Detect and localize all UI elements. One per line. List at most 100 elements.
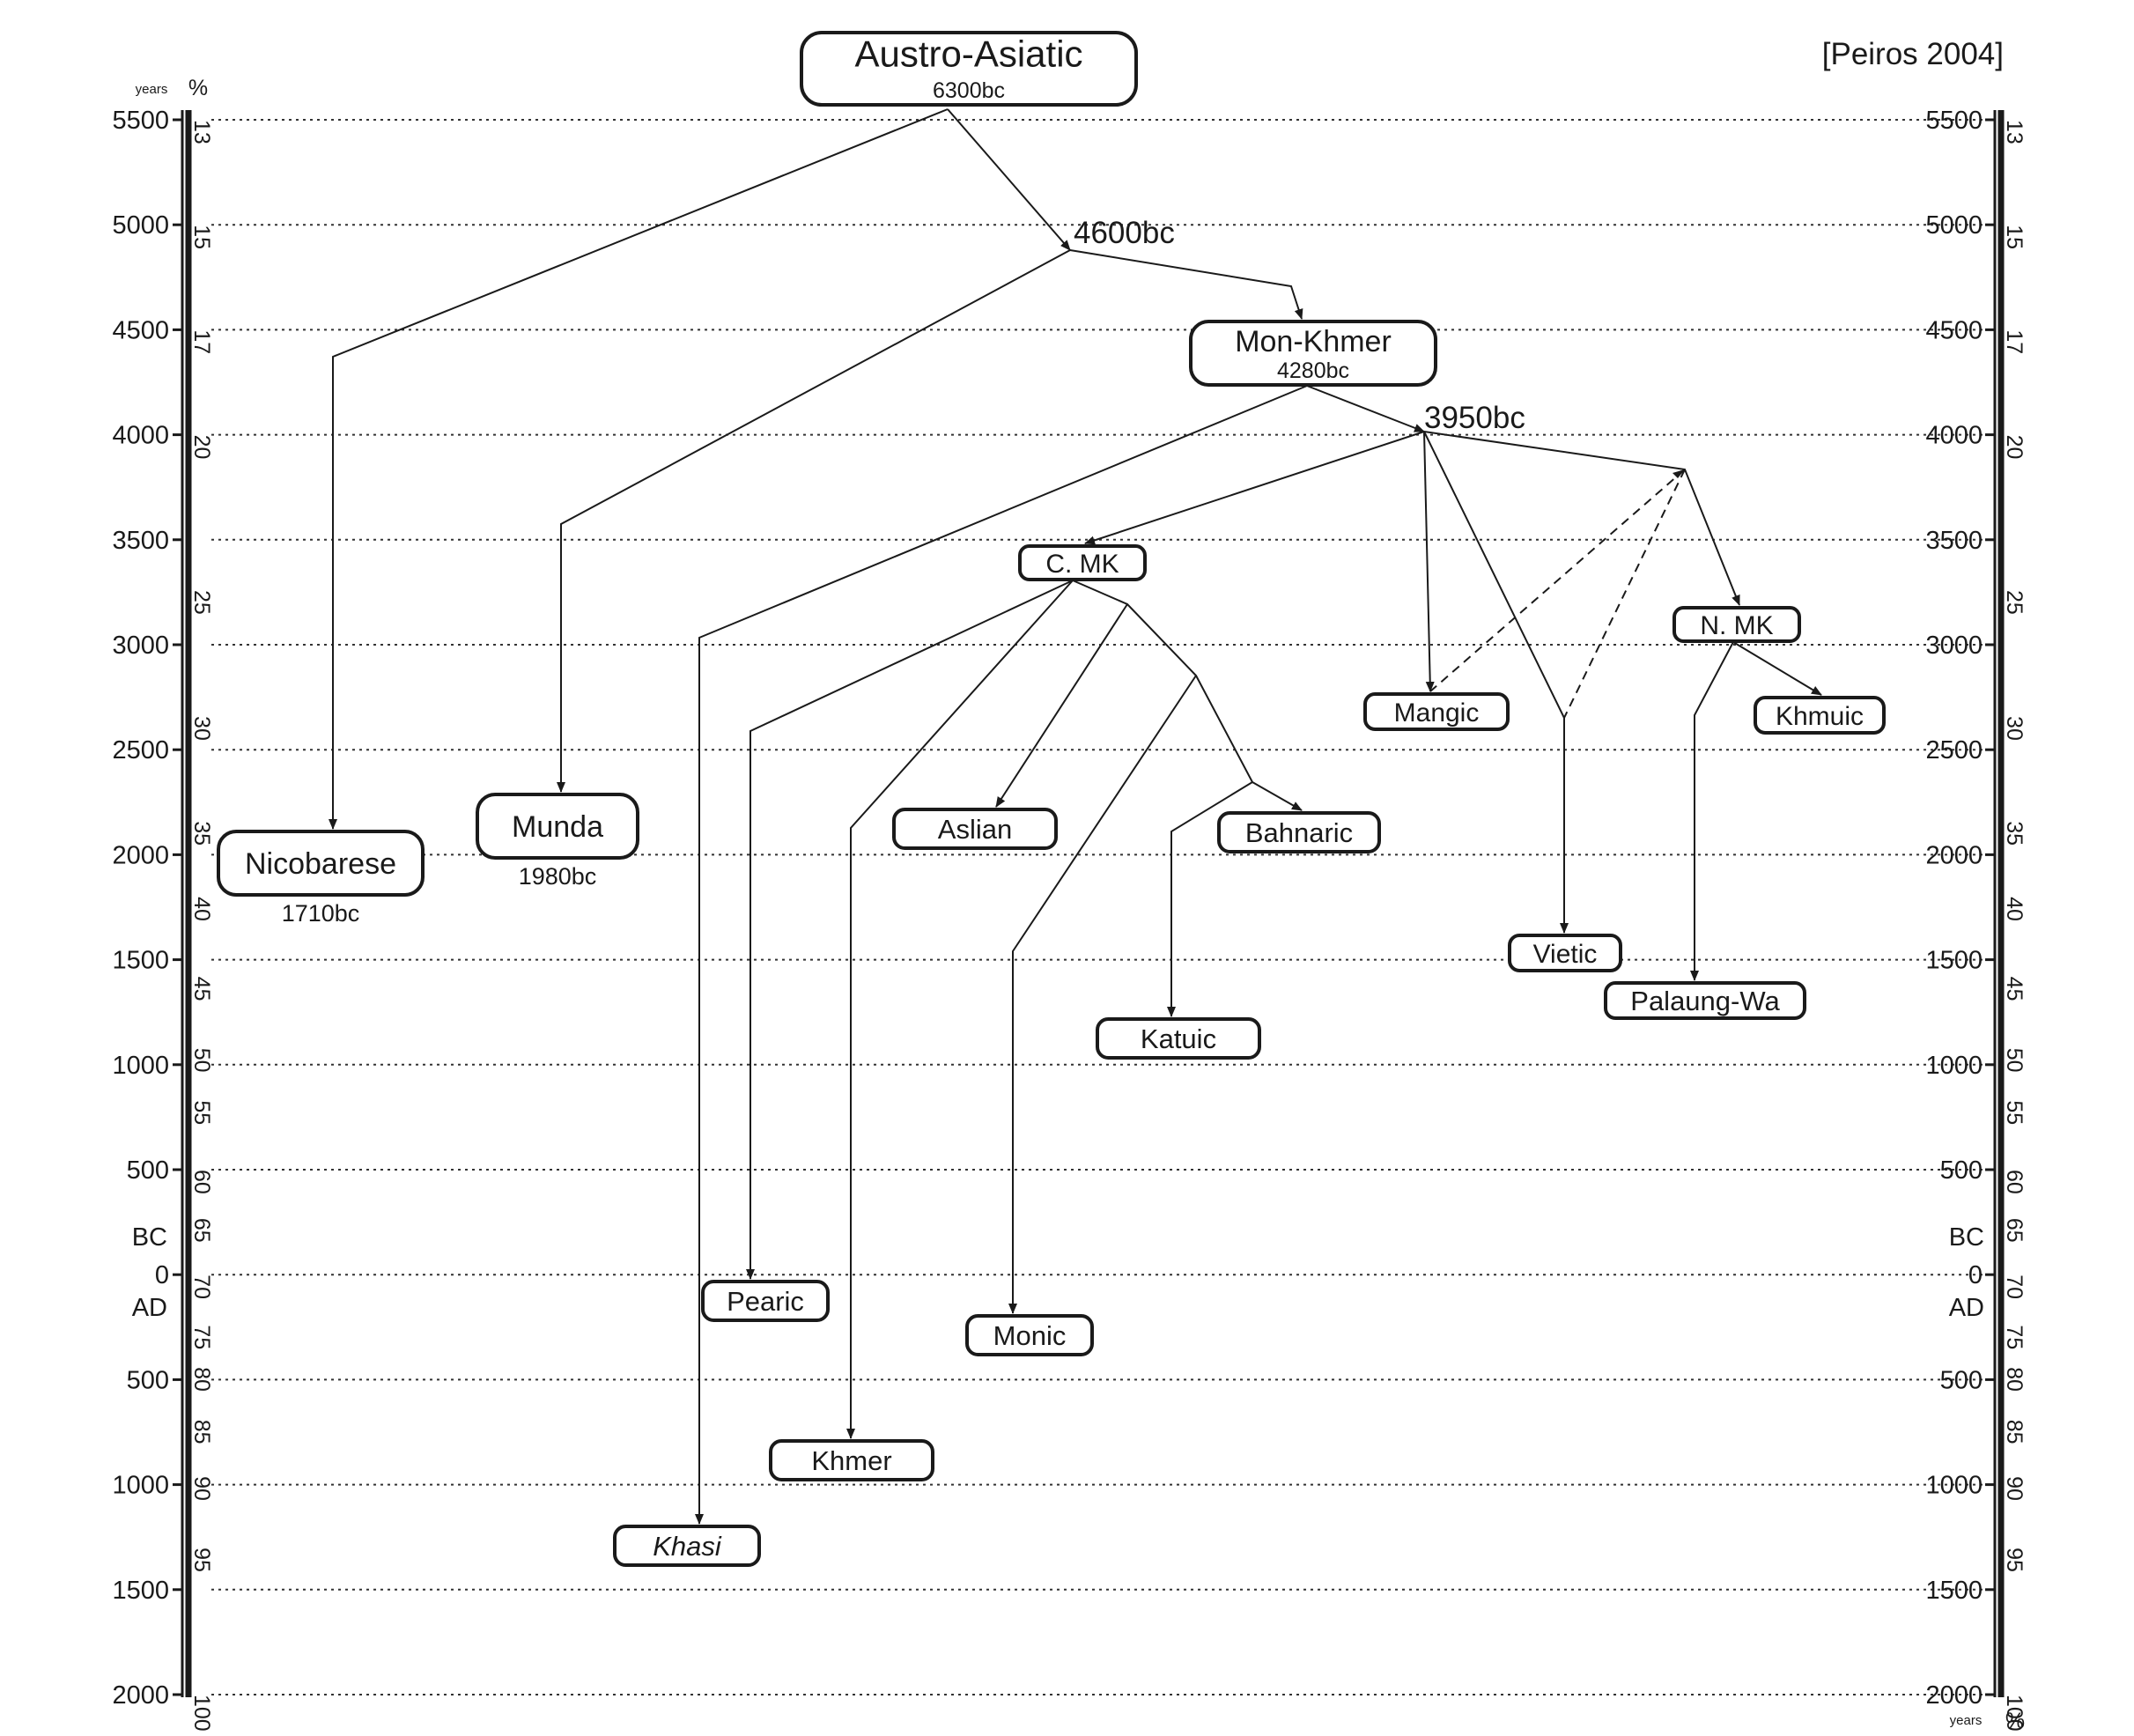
edge-split3950-to-vietic (1423, 431, 1569, 934)
tree-edges (329, 108, 1822, 1525)
left-percent-tick-label: 75 (189, 1325, 214, 1349)
node-box (1363, 692, 1510, 731)
node-khmer: Khmer (769, 1439, 934, 1481)
edge-cmk-to-pearic (746, 580, 1074, 1280)
right-percent-tick-label: 55 (2002, 1100, 2027, 1125)
edge-nmk-to-vietic (1563, 469, 1686, 719)
right-era-ad-label: AD (1949, 1294, 1984, 1322)
left-percent-tick-label: 90 (189, 1476, 214, 1501)
edge-split3950-to-nmk (1423, 431, 1740, 606)
right-year-tick-label: 4500 (1925, 316, 1983, 344)
timeline-gridlines (211, 119, 1986, 1695)
edge-cmk-to-aslian (995, 603, 1128, 808)
node-nmk: N. MK (1672, 606, 1801, 643)
node-label: Khmer (811, 1445, 891, 1476)
left-year-tick-label: 1500 (112, 1577, 169, 1605)
node-date: 1980bc (519, 863, 597, 890)
split-label-split4600: 4600bc (1074, 216, 1175, 250)
right-year-tick-label: 3000 (1925, 632, 1983, 660)
node-box (1217, 811, 1381, 853)
left-year-tick-label: 5000 (112, 211, 169, 240)
edge-cmk-to-khmer (846, 580, 1074, 1439)
node-label: Vietic (1533, 940, 1598, 969)
right-year-tick-label: 3500 (1925, 527, 1983, 555)
node-box (800, 31, 1138, 107)
right-year-tick-label: 1500 (1925, 947, 1983, 975)
node-bahnaric: Bahnaric (1217, 811, 1381, 853)
node-box (1018, 544, 1147, 581)
right-percent-tick-label: 100 (2002, 1695, 2027, 1732)
node-label: Monic (993, 1320, 1067, 1351)
left-percent-tick-label: 65 (189, 1218, 214, 1243)
left-percent-tick-labels: 1315172025303540455055606570758085909510… (189, 120, 214, 1732)
left-year-tick-label: 4000 (112, 422, 169, 450)
right-percent-tick-label: 17 (2002, 329, 2027, 354)
left-percent-tick-label: 95 (189, 1548, 214, 1572)
node-vietic: Vietic (1508, 934, 1622, 972)
right-year-tick-label: 0 (1968, 1261, 1983, 1289)
node-khmuic: Khmuic (1754, 696, 1886, 735)
left-year-tick-label: 1500 (112, 947, 169, 975)
left-year-tick-label: 3000 (112, 632, 169, 660)
node-palaungwa: Palaung-Wa (1604, 981, 1806, 1020)
left-percent-tick-label: 35 (189, 821, 214, 846)
left-percent-tick-label: 55 (189, 1100, 214, 1125)
right-year-tick-labels: 5500500045004000350030002500200015001000… (1925, 107, 1995, 1710)
left-era-ad-label: AD (132, 1294, 167, 1322)
node-label: Bahnaric (1245, 817, 1353, 848)
right-percent-tick-labels: 1315172025303540455055606570758085909510… (2002, 120, 2027, 1732)
right-percent-tick-label: 75 (2002, 1325, 2027, 1349)
edge-cmk-to-monic (1008, 675, 1197, 1314)
left-percent-tick-label: 17 (189, 329, 214, 354)
node-katuic: Katuic (1096, 1017, 1261, 1060)
left-year-tick-label: 500 (127, 1156, 169, 1185)
left-year-tick-label: 4500 (112, 316, 169, 344)
right-percent-tick-label: 20 (2002, 435, 2027, 460)
node-mangic: Mangic (1363, 692, 1510, 731)
left-year-tick-label: 2000 (112, 1681, 169, 1710)
node-label: Khmuic (1776, 702, 1864, 731)
right-year-tick-label: 4000 (1925, 422, 1983, 450)
node-date: 6300bc (933, 78, 1005, 103)
left-year-tick-label: 2000 (112, 841, 169, 869)
left-year-tick-label: 500 (127, 1366, 169, 1394)
right-percent-tick-label: 40 (2002, 897, 2027, 921)
right-axis: 5500500045004000350030002500200015001000… (1925, 107, 2027, 1733)
right-percent-tick-label: 35 (2002, 821, 2027, 846)
node-label: Munda (512, 810, 603, 844)
left-percent-tick-label: 20 (189, 435, 214, 460)
node-label: Austro-Asiatic (854, 33, 1082, 75)
left-percent-tick-label: 15 (189, 225, 214, 249)
right-percent-tick-label: 13 (2002, 120, 2027, 144)
right-percent-unit-label: % (2005, 1709, 2025, 1733)
left-percent-tick-label: 45 (189, 977, 214, 1001)
left-axis: 5500500045004000350030002500200015001000… (112, 76, 214, 1732)
right-year-tick-label: 2000 (1925, 841, 1983, 869)
dashed-arrowhead (1672, 469, 1685, 478)
node-aslian: Aslian (892, 808, 1058, 850)
left-year-tick-label: 1000 (112, 1472, 169, 1500)
node-box (217, 830, 425, 897)
left-percent-tick-label: 60 (189, 1170, 214, 1194)
edge-split3950-to-cmk (1084, 431, 1425, 545)
edge-austroasiatic-to-split4600 (947, 108, 1071, 251)
split-label-split3950: 3950bc (1424, 401, 1525, 435)
edge-split3950-to-mangic (1423, 431, 1435, 692)
node-pearic: Pearic (701, 1280, 830, 1322)
right-percent-tick-label: 85 (2002, 1420, 2027, 1444)
node-box (476, 793, 639, 860)
edge-split4600-to-munda (557, 249, 1071, 793)
node-box (769, 1439, 934, 1481)
right-era-bc-label: BC (1949, 1223, 1984, 1252)
node-date: 1710bc (282, 900, 360, 927)
node-label: C. MK (1045, 550, 1119, 579)
node-monic: Monic (965, 1314, 1094, 1356)
left-years-unit-label: years (136, 82, 168, 97)
node-box (965, 1314, 1094, 1356)
left-percent-tick-label: 13 (189, 120, 214, 144)
left-percent-tick-label: 70 (189, 1274, 214, 1299)
node-box (1096, 1017, 1261, 1060)
node-munda: Munda 1980bc (476, 793, 639, 890)
